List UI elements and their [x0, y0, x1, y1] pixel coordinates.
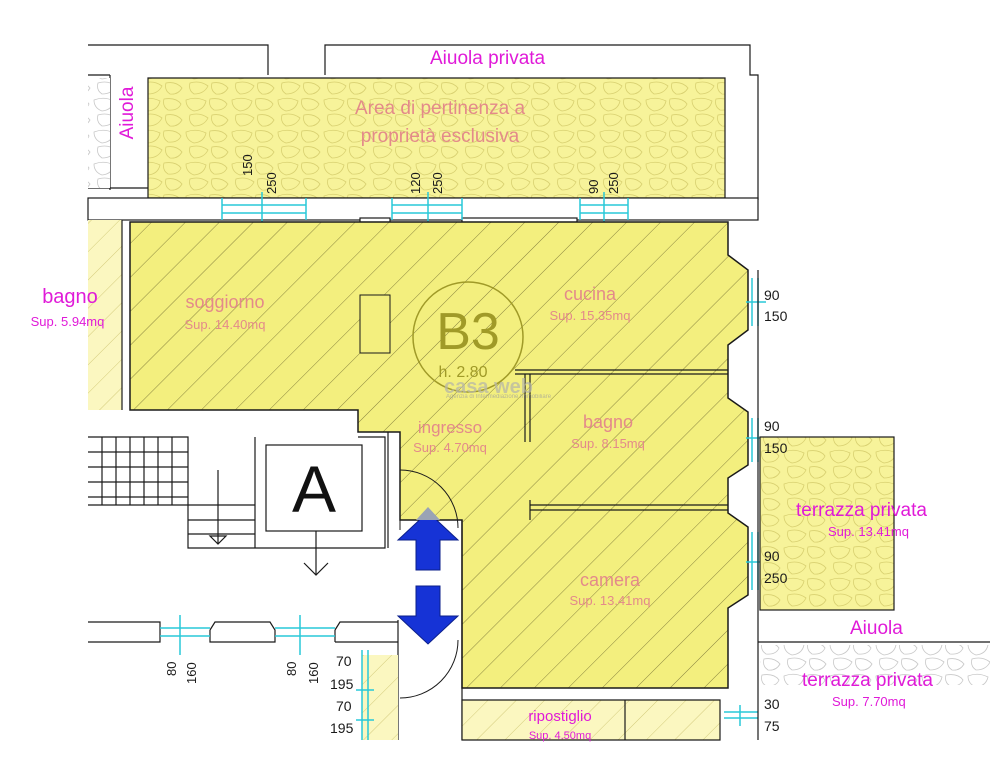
dim-r4-a: 30 [764, 696, 780, 712]
watermark-tagline: Agenzia di Intermediazione Immobiliare [446, 394, 552, 400]
dim-r1-b: 150 [764, 308, 788, 324]
room-ingresso-name: ingresso [417, 418, 483, 437]
neighbour-bagno-strip [88, 220, 122, 410]
room-ripostiglio-name: ripostiglio [528, 708, 592, 725]
dim-b2-a: 80 [284, 661, 299, 676]
label-aiuola-left: Aiuola [117, 86, 138, 140]
door-marker [416, 507, 440, 520]
apartment-floor [129, 221, 749, 689]
label-bagno-left: bagno [42, 286, 98, 308]
bottom-windows [160, 615, 374, 740]
room-cucina-area: Sup. 15.35mq [549, 308, 631, 323]
label-terrazza-1: terrazza privata [796, 500, 927, 521]
label-terrazza-2-area: Sup. 7.70mq [832, 694, 906, 709]
room-camera-area: Sup. 13.41mq [569, 593, 651, 608]
dim-w2-b: 250 [430, 172, 445, 194]
label-terrazza-2: terrazza privata [802, 670, 933, 691]
dim-b4-b: 195 [330, 720, 354, 736]
dim-b3-b: 195 [330, 676, 354, 692]
label-aiuola-right: Aiuola [850, 618, 903, 639]
room-bagno-name: bagno [582, 412, 634, 432]
dim-w1-b: 250 [264, 172, 279, 194]
top-windows [221, 192, 629, 226]
room-soggiorno-area: Sup. 14.40mq [184, 317, 266, 332]
room-ingresso-area: Sup. 4.70mq [413, 440, 487, 455]
entrance-arrows [396, 511, 460, 645]
stairwell-a [88, 436, 386, 576]
dim-r3-b: 250 [764, 570, 788, 586]
ripostiglio-area [461, 699, 721, 741]
dim-b3-a: 70 [336, 653, 352, 669]
room-soggiorno-name: soggiorno [185, 292, 265, 312]
dim-r2-a: 90 [764, 418, 780, 434]
dim-w2-a: 120 [408, 172, 423, 194]
ripostiglio-left-strip [362, 655, 398, 740]
label-aiuola-privata: Aiuola privata [430, 48, 546, 69]
label-bagno-left-area: Sup. 5.94mq [30, 314, 105, 329]
dim-r4-b: 75 [764, 718, 780, 734]
room-bagno-area: Sup. 8.15mq [571, 436, 645, 451]
unit-circle [412, 281, 524, 393]
label-terrazza-1-area: Sup. 13.41mq [828, 524, 909, 539]
terrazza-2-stone [760, 645, 990, 685]
dim-w3-a: 90 [586, 179, 601, 194]
dim-b1-b: 160 [184, 662, 199, 684]
entrance-door [399, 469, 459, 699]
pertinenza-line-2: proprietà esclusiva [360, 126, 520, 147]
dim-w3-b: 250 [606, 172, 621, 194]
dim-w1-a: 150 [240, 154, 255, 176]
pertinenza-line-1: Area di pertinenza a [354, 98, 526, 119]
column [359, 294, 391, 354]
dim-r2-b: 150 [764, 440, 788, 456]
watermark-brand: casa web [444, 376, 533, 398]
dim-r1-a: 90 [764, 287, 780, 303]
terrazza-1-area [759, 436, 895, 611]
room-camera-name: camera [579, 570, 641, 590]
dim-b2-b: 160 [306, 662, 321, 684]
interior-walls [515, 369, 728, 520]
stone-strip-left [88, 78, 110, 188]
unit-code: B3 [436, 303, 500, 361]
stair-label: A [291, 452, 337, 526]
unit-height: h. 2.80 [438, 364, 488, 381]
room-cucina-name: cucina [563, 284, 617, 304]
dim-r3-a: 90 [764, 548, 780, 564]
dim-b4-a: 70 [336, 698, 352, 714]
room-ripostiglio-area: Sup. 4.50mq [528, 730, 592, 742]
dim-b1-a: 80 [164, 661, 179, 676]
